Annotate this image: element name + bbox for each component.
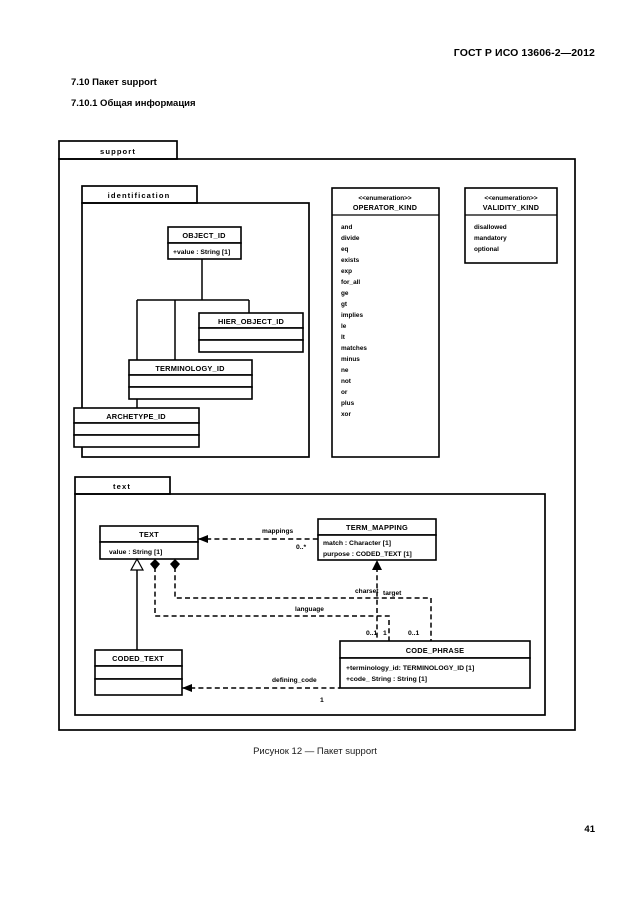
class-term-mapping-attr-0: match : Character [1] (323, 540, 391, 547)
enumeration-operator-kind-stereotype: <<enumeration>> (358, 195, 412, 202)
class-text-attr-0: value : String [1] (109, 549, 162, 556)
class-hier-object-id-attrs (198, 327, 304, 341)
package-text-frame (74, 493, 546, 716)
class-text-attrs (99, 541, 199, 560)
association-defining-code: defining_code 1 (182, 677, 340, 704)
enumeration-validity-kind-name: VALIDITY_KIND (483, 203, 539, 212)
enumeration-operator-kind-name: OPERATOR_KIND (353, 203, 417, 212)
enum-literal: minus (341, 356, 360, 363)
class-object-id-attrs (167, 242, 242, 260)
association-language: language 0..1 (150, 559, 390, 641)
class-terminology-id-ops (128, 386, 253, 400)
class-terminology-id: TERMINOLOGY_ID (128, 359, 253, 400)
association-target: target 1 (372, 560, 402, 641)
class-terminology-id-name: TERMINOLOGY_ID (155, 364, 225, 373)
class-code-phrase-attr-1: +code_ String : String [1] (346, 676, 427, 683)
figure-uml-package-support: support identification (0, 130, 630, 745)
package-support-label: support (100, 147, 136, 156)
class-archetype-id-attrs (73, 422, 200, 436)
class-object-id-attr-0: +value : String [1] (173, 249, 230, 256)
association-defining-code-multiplicity: 1 (320, 697, 324, 704)
enum-literal: implies (341, 312, 363, 319)
enum-literal: ne (341, 367, 349, 374)
enum-literal: exp (341, 268, 352, 275)
class-coded-text-name: CODED_TEXT (112, 654, 164, 663)
class-code-phrase-attrs (339, 657, 531, 689)
package-support-frame (58, 158, 576, 731)
class-archetype-id: ARCHETYPE_ID (73, 407, 200, 448)
generalization-coded-text (129, 557, 145, 650)
class-term-mapping-name: TERM_MAPPING (346, 523, 408, 532)
association-mappings: mappings 0..* (198, 528, 318, 551)
class-hier-object-id-ops (198, 339, 304, 353)
association-language-label: language (295, 606, 324, 613)
enum-literal: mandatory (474, 235, 507, 242)
class-term-mapping-attr-1: purpose : CODED_TEXT [1] (323, 551, 412, 558)
generalization-triangle-coded-text (129, 557, 145, 571)
uml-diagram-svg: support identification (58, 140, 576, 731)
package-identification-frame (81, 202, 310, 458)
enum-literal: ge (341, 290, 349, 297)
section-heading-general-info: 7.10.1 Общая информация (71, 98, 196, 109)
package-identification: identification (81, 185, 310, 458)
association-mappings-label: mappings (262, 528, 293, 535)
enum-literal: and (341, 224, 352, 231)
package-text: text (74, 476, 546, 716)
page-number: 41 (584, 824, 595, 835)
association-charset: charset 0..1 (170, 559, 432, 641)
enumeration-operator-kind: <<enumeration>> OPERATOR_KIND and divide… (331, 187, 440, 458)
class-hier-object-id: HIER_OBJECT_ID (198, 312, 304, 353)
class-code-phrase: CODE_PHRASE +terminology_id: TERMINOLOGY… (339, 640, 531, 689)
association-target-multiplicity: 1 (383, 630, 387, 637)
class-object-id: OBJECT_ID +value : String [1] (167, 226, 242, 260)
package-identification-label: identification (108, 191, 171, 200)
package-text-label: text (113, 482, 131, 491)
enum-literal: plus (341, 400, 355, 407)
class-hier-object-id-name: HIER_OBJECT_ID (218, 317, 285, 326)
class-coded-text-ops (94, 678, 183, 696)
enum-literal: for_all (341, 279, 360, 286)
class-term-mapping: TERM_MAPPING match : Character [1] purpo… (317, 518, 437, 561)
aggregation-diamond-language (150, 559, 160, 570)
association-defining-code-label: defining_code (272, 677, 317, 684)
class-terminology-id-attrs (128, 374, 253, 388)
enum-literal: optional (474, 246, 499, 253)
class-coded-text-attrs (94, 665, 183, 680)
enum-literal: matches (341, 345, 367, 352)
association-charset-multiplicity: 0..1 (408, 630, 420, 637)
aggregation-diamond-charset (170, 559, 180, 570)
enum-literal: exists (341, 257, 360, 264)
package-support: support (58, 140, 576, 731)
figure-caption: Рисунок 12 — Пакет support (253, 746, 377, 757)
enumeration-validity-kind-stereotype: <<enumeration>> (484, 195, 538, 202)
enum-literal: divide (341, 235, 360, 242)
enum-literal: not (341, 378, 352, 385)
class-coded-text: CODED_TEXT (94, 649, 183, 696)
class-text-name: TEXT (139, 530, 159, 539)
enumeration-validity-kind-box (464, 187, 558, 264)
enum-literal: lt (341, 334, 346, 341)
enum-literal: le (341, 323, 347, 330)
association-target-label: target (383, 590, 402, 597)
enum-literal: disallowed (474, 224, 507, 231)
class-archetype-id-name: ARCHETYPE_ID (106, 412, 166, 421)
association-mappings-multiplicity: 0..* (296, 544, 307, 551)
section-heading-package-support: 7.10 Пакет support (71, 77, 157, 88)
enumeration-validity-kind: <<enumeration>> VALIDITY_KIND disallowed… (464, 187, 558, 264)
class-archetype-id-ops (73, 434, 200, 448)
class-object-id-name: OBJECT_ID (182, 231, 226, 240)
class-code-phrase-attr-0: +terminology_id: TERMINOLOGY_ID [1] (346, 665, 474, 672)
association-language-multiplicity: 0..1 (366, 630, 378, 637)
class-text: TEXT value : String [1] (99, 525, 199, 560)
enumeration-operator-kind-box (331, 187, 440, 458)
document-header: ГОСТ Р ИСО 13606-2—2012 (453, 47, 595, 59)
enum-literal: xor (341, 411, 351, 418)
enum-literal: or (341, 389, 348, 396)
enum-literal: eq (341, 246, 349, 253)
association-charset-label: charset (355, 588, 379, 595)
enum-literal: gt (341, 301, 348, 308)
class-code-phrase-name: CODE_PHRASE (406, 646, 464, 655)
